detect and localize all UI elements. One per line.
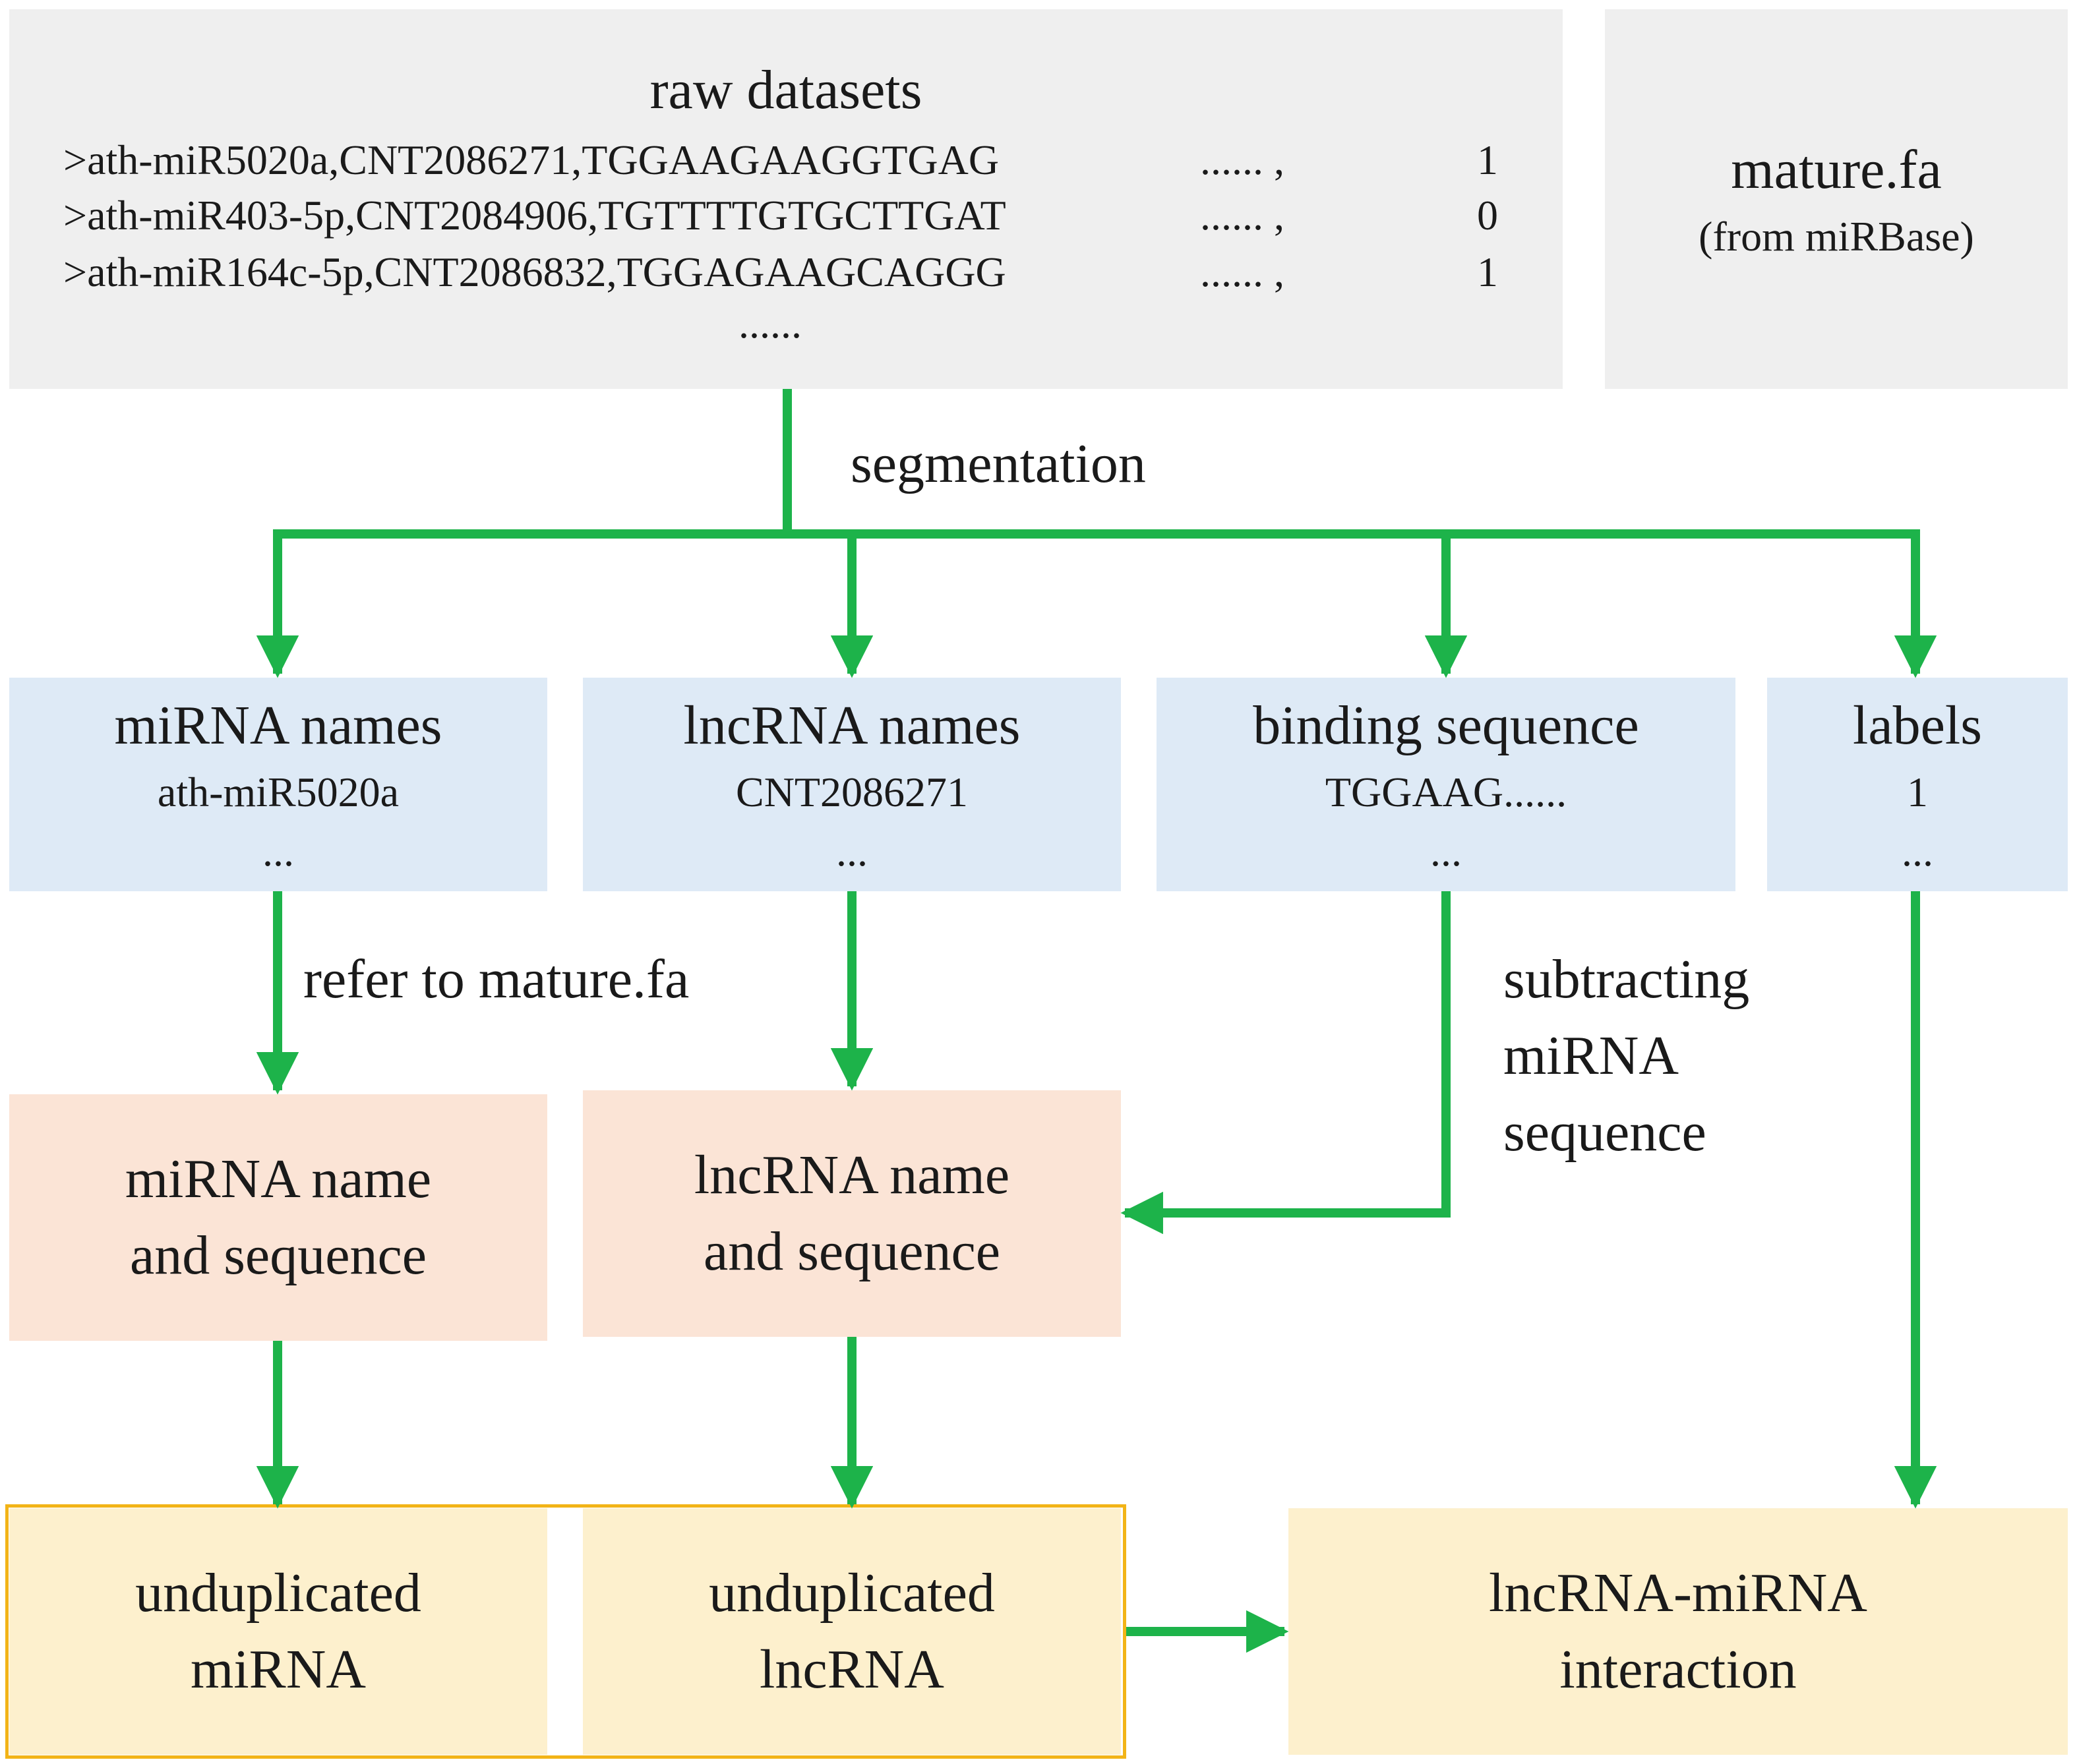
mirna-names-example: ath-miR5020a [157,769,400,816]
lncrna-names-title: lncRNA names [683,694,1021,756]
raw-row-3-label: 1 [1477,249,1498,295]
raw-row-2-name: >ath-miR403-5p,CNT2084906,TGTTTTGTGCTTGA… [63,192,1006,239]
raw-row-3-name: >ath-miR164c-5p,CNT2086832,TGGAGAAGCAGGG [63,249,1006,295]
unduplicated-mirna-line2: miRNA [190,1639,367,1700]
raw-row-2-more: ...... , [1200,192,1284,239]
raw-row-2-label: 0 [1477,192,1498,239]
segmentation-label: segmentation [851,433,1146,494]
raw-datasets-title: raw datasets [649,59,922,121]
lncrna-name-sequence-line1: lncRNA name [694,1144,1010,1206]
mature-fa-subtitle: (from miRBase) [1699,212,1974,260]
raw-row-1-more: ...... , [1200,136,1284,183]
subtracting-line1: subtracting [1503,949,1750,1010]
mature-fa-box: mature.fa (from miRBase) [1605,9,2068,389]
raw-datasets-box: raw datasets >ath-miR5020a,CNT2086271,TG… [9,9,1563,389]
mirna-name-sequence-line1: miRNA name [125,1148,432,1210]
arrow-binding-to-lncrna [1120,891,1451,1235]
unduplicated-group-frame [5,1504,1126,1759]
raw-row-3-more: ...... , [1200,249,1284,295]
lncrna-names-box: lncRNA names CNT2086271 ... [583,678,1121,891]
binding-sequence-example: TGGAAG...... [1325,769,1567,816]
unduplicated-lncrna-line1: unduplicated [709,1562,995,1624]
lncrna-names-example: CNT2086271 [736,769,968,816]
refer-to-mature-label: refer to mature.fa [303,949,690,1010]
unduplicated-mirna-line1: unduplicated [135,1562,421,1624]
mirna-names-title: miRNA names [114,694,442,756]
binding-sequence-title: binding sequence [1253,694,1639,756]
unduplicated-mirna-box: unduplicated miRNA [9,1508,547,1755]
interaction-box: lncRNA-miRNA interaction [1288,1508,2068,1755]
raw-row-1-name: >ath-miR5020a,CNT2086271,TGGAAGAAGGTGAG [63,136,1000,183]
labels-box: labels 1 ... [1767,678,2068,891]
interaction-line2: interaction [1559,1639,1797,1700]
mirna-name-sequence-line2: and sequence [129,1225,427,1286]
mirna-names-ellipsis: ... [262,827,294,875]
unduplicated-lncrna-box: unduplicated lncRNA [583,1508,1121,1755]
labels-ellipsis: ... [1902,827,1933,875]
labels-title: labels [1853,694,1982,756]
raw-row-1-label: 1 [1477,136,1498,183]
unduplicated-lncrna-line2: lncRNA [760,1639,944,1700]
labels-example: 1 [1907,769,1928,816]
subtracting-line2: miRNA [1503,1025,1679,1086]
lncrna-names-ellipsis: ... [836,827,868,875]
lncrna-name-sequence-line2: and sequence [703,1221,1001,1282]
binding-sequence-box: binding sequence TGGAAG...... ... [1157,678,1735,891]
mirna-name-sequence-box: miRNA name and sequence [9,1094,547,1341]
raw-ellipsis: ...... [738,300,802,347]
lncrna-name-sequence-box: lncRNA name and sequence [583,1090,1121,1337]
binding-sequence-ellipsis: ... [1430,827,1462,875]
mature-fa-title: mature.fa [1731,138,1942,200]
mirna-names-box: miRNA names ath-miR5020a ... [9,678,547,891]
subtracting-line3: sequence [1503,1102,1706,1163]
interaction-line1: lncRNA-miRNA [1489,1562,1867,1624]
